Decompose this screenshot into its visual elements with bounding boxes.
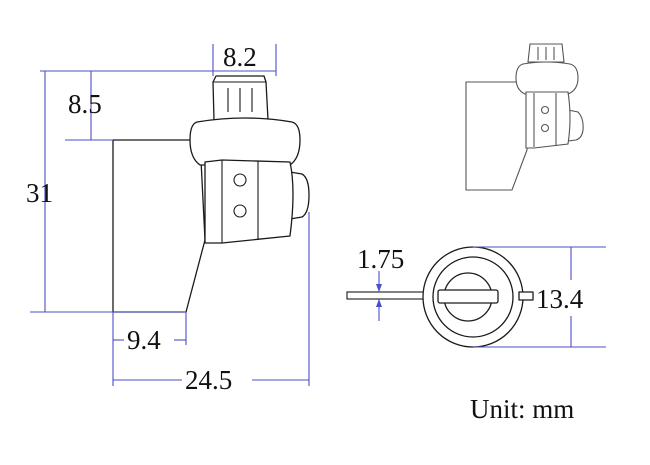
- dim-label-1-75: 1.75: [357, 244, 404, 274]
- front-right-tab: [518, 291, 534, 301]
- dimension-lines: [30, 44, 310, 386]
- main-pin-hole-top: [233, 173, 247, 187]
- dim-label-31: 31: [26, 178, 53, 208]
- dim-label-24-5: 24.5: [185, 365, 232, 395]
- main-body-outline: [112, 139, 206, 313]
- dim-label-8-5: 8.5: [68, 89, 102, 119]
- main-side-button: [289, 171, 310, 220]
- dim-label-8-2: 8.2: [223, 42, 257, 72]
- dim-label-13-4: 13.4: [536, 284, 584, 314]
- main-lock-barrel: [204, 159, 294, 244]
- main-pin-hole-bottom: [233, 204, 247, 218]
- main-side-view: [112, 75, 310, 313]
- front-key-slot: [437, 289, 499, 304]
- main-collar: [189, 117, 301, 166]
- front-dimension-lines: [376, 246, 606, 348]
- unit-label: Unit: mm: [470, 394, 574, 424]
- front-blade: [346, 291, 430, 300]
- secondary-side-view: [465, 43, 584, 191]
- dim-label-9-4: 9.4: [127, 325, 161, 355]
